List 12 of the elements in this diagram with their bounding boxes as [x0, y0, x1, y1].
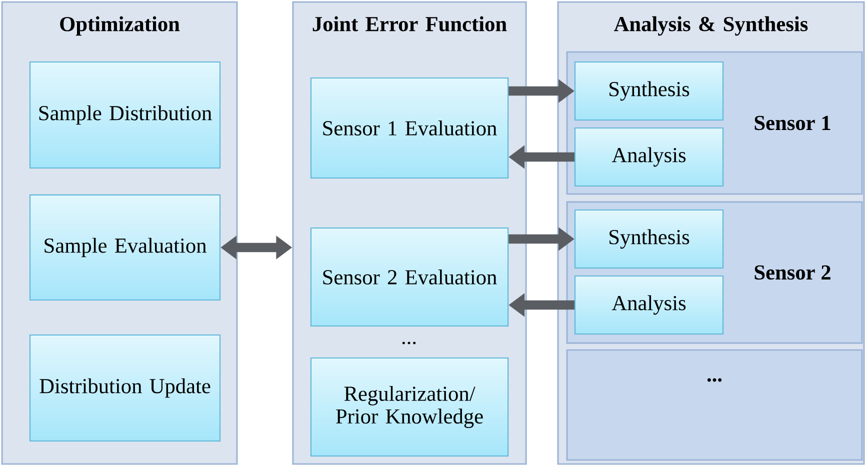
process-box: Sensor 1 Evaluation — [310, 77, 509, 179]
process-box: Distribution Update — [29, 334, 221, 442]
ellipsis-text: ... — [402, 342, 416, 344]
process-box: Regularization/ Prior Knowledge — [310, 357, 509, 457]
process-box: Sample Evaluation — [29, 194, 221, 301]
process-box: Analysis — [574, 275, 724, 335]
process-box: Sample Distribution — [29, 61, 221, 169]
process-box: Synthesis — [574, 209, 724, 269]
process-box: Analysis — [574, 127, 724, 187]
process-box: Synthesis — [574, 61, 724, 121]
process-box: Sensor 2 Evaluation — [310, 227, 509, 327]
sensor-panel: ... — [566, 349, 863, 461]
